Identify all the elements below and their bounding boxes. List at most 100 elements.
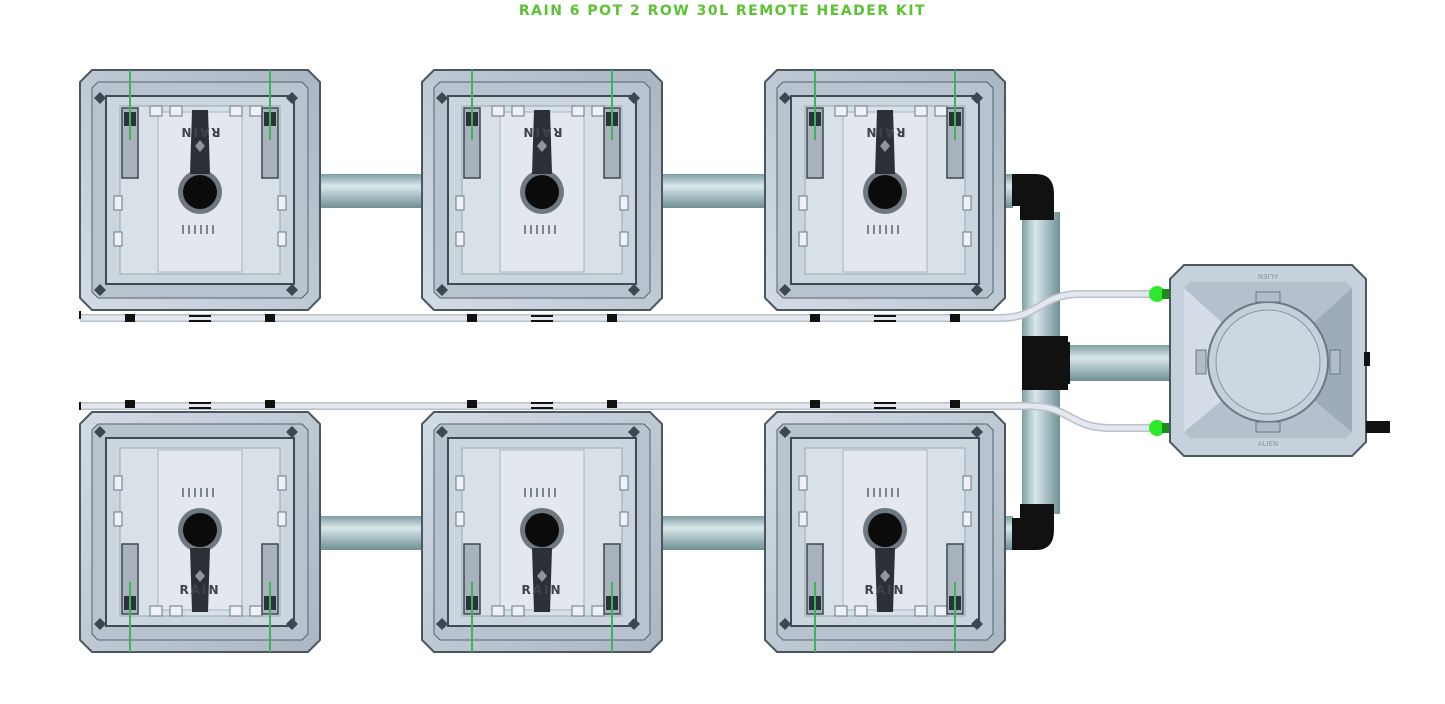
pot-vent-mark (548, 488, 550, 497)
pot-corner-clip (286, 284, 298, 296)
pot-bottom-tab (834, 605, 848, 617)
pot-bottom-tab (914, 605, 928, 617)
pot-side-tab (619, 231, 629, 247)
pot-side-tab (798, 511, 808, 527)
tube-clip (950, 400, 960, 408)
tube-connector-bottom-stub (1162, 423, 1172, 433)
pot-vent-mark (536, 225, 538, 234)
reservoir-tank: ALIEN ALIEN (1169, 264, 1390, 457)
pot-1-body (79, 69, 321, 311)
tank-label-bottom: ALIEN (1258, 440, 1278, 448)
tee-fitting-stub (1062, 342, 1070, 384)
pot-vent-mark (554, 488, 556, 497)
pot-vent-mark (885, 488, 887, 497)
page-title: RAIN 6 POT 2 ROW 30L REMOTE HEADER KIT (518, 3, 927, 19)
pot-side-tab (113, 231, 123, 247)
feed-tube-top (80, 291, 1150, 321)
pot-vent-mark (188, 225, 190, 234)
pot-label: RAIN (864, 583, 905, 597)
tube-clip (467, 400, 477, 408)
pot-side-tab (455, 231, 465, 247)
pot-vent-mark (891, 225, 893, 234)
pot-label: RAIN (179, 583, 220, 597)
tube-clip (125, 314, 135, 322)
pot-corner-clip (286, 426, 298, 438)
pot-corner-clip (779, 426, 791, 438)
pot-vent-mark (542, 225, 544, 234)
pipe-vertical-top (1022, 212, 1060, 340)
pot-4: RAIN (79, 400, 321, 653)
pot-vent-mark (530, 225, 532, 234)
pot-drain-hole (868, 175, 902, 209)
pot-vent-mark (897, 488, 899, 497)
pot-bottom-tab (149, 605, 163, 617)
pot-2: RAIN (421, 69, 663, 322)
pot-side-tab (962, 475, 972, 491)
pot-bottom-tab (169, 605, 183, 617)
pot-side-tab (277, 195, 287, 211)
pot-vent-mark (200, 225, 202, 234)
pot-bottom-tab (229, 105, 243, 117)
pot-corner-clip (94, 92, 106, 104)
pot-side-tab (962, 511, 972, 527)
pipe-row1-b (660, 174, 766, 208)
pot-drain-hole (525, 175, 559, 209)
pot-side-tab (113, 475, 123, 491)
pot-corner-clip (436, 92, 448, 104)
pot-6-body (764, 411, 1006, 653)
pot-corner-clip (436, 618, 448, 630)
pot-side-tab (619, 195, 629, 211)
pot-side-tab (277, 475, 287, 491)
pot-corner-clip (628, 426, 640, 438)
pot-bottom-tab (491, 105, 505, 117)
pot-corner-clip (286, 92, 298, 104)
pot-1: RAIN (79, 69, 321, 322)
pipe-row2-a (318, 516, 424, 550)
tube-clip (125, 400, 135, 408)
elbow-bottom (1012, 504, 1054, 550)
tube-marker (874, 320, 896, 322)
tube-connector-top-stub (1162, 289, 1172, 299)
tube-clip (265, 400, 275, 408)
pot-vent-mark (206, 488, 208, 497)
pot-drain-hole (183, 513, 217, 547)
pot-3-body (764, 69, 1006, 311)
pot-vent-mark (891, 488, 893, 497)
pot-vent-mark (554, 225, 556, 234)
pot-bottom-tab (511, 605, 525, 617)
pot-drain-hole (525, 513, 559, 547)
pot-bottom-tab (854, 105, 868, 117)
fittings (1012, 174, 1070, 550)
tube-clip (950, 314, 960, 322)
pot-bottom-tab (571, 605, 585, 617)
pot-corner-clip (971, 618, 983, 630)
pot-bottom-tab (491, 605, 505, 617)
pipe-row1-a (318, 174, 424, 208)
pot-vent-mark (212, 225, 214, 234)
pot-corner-clip (628, 618, 640, 630)
pot-vent-mark (212, 488, 214, 497)
tube-marker (874, 407, 896, 409)
pot-bottom-tab (854, 605, 868, 617)
pot-corner-clip (779, 618, 791, 630)
tank-lid-inner (1215, 309, 1321, 415)
pot-vent-mark (867, 225, 869, 234)
tube-connector-top (1149, 286, 1165, 302)
tube-marker (531, 402, 553, 404)
pot-corner-clip (94, 426, 106, 438)
pot-vent-mark (206, 225, 208, 234)
tube-clip (810, 314, 820, 322)
feed-tube-bottom (80, 403, 1150, 431)
tank-lid-tab-top (1255, 291, 1281, 303)
pipe-row2-b (660, 516, 766, 550)
pot-vent-mark (879, 488, 881, 497)
pot-corner-clip (94, 618, 106, 630)
pot-corner-clip (94, 284, 106, 296)
elbow-top (1012, 174, 1054, 220)
pot-stem-arrow (195, 140, 205, 152)
pot-corner-clip (436, 284, 448, 296)
tube-marker (531, 320, 553, 322)
pot-vent-mark (536, 488, 538, 497)
pot-vent-mark (194, 488, 196, 497)
